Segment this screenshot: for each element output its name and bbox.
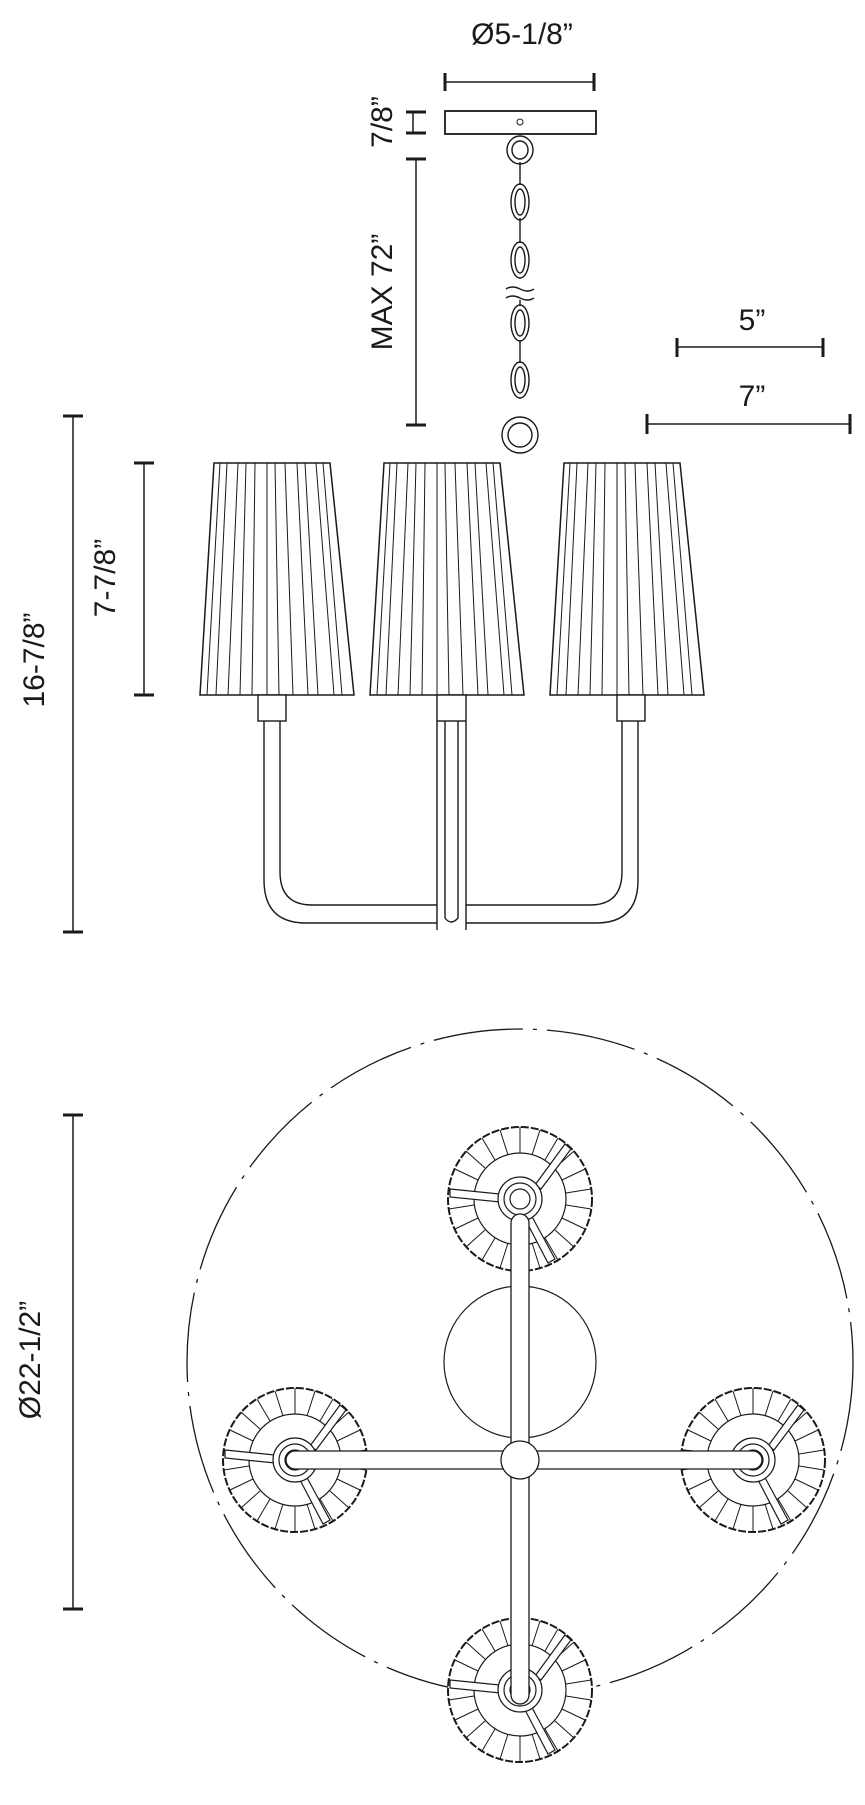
shade-height-dimension: 7-7/8” bbox=[89, 461, 154, 697]
frame-arms bbox=[257, 694, 646, 930]
fixture-height-dimension: 16-7/8” bbox=[18, 414, 83, 934]
shade-bottom-label: 7” bbox=[739, 380, 766, 413]
canopy-diameter-dimension: Ø5-1/8” bbox=[443, 18, 596, 91]
canopy-diameter-label: Ø5-1/8” bbox=[471, 18, 573, 51]
chain bbox=[501, 135, 539, 454]
fixture-height-label: 16-7/8” bbox=[18, 612, 51, 707]
shade-height-label: 7-7/8” bbox=[89, 539, 122, 617]
shade-left bbox=[199, 462, 355, 696]
plan-view bbox=[186, 1028, 854, 1763]
chain-length-label: MAX 72” bbox=[366, 234, 399, 351]
canopy-height-label: 7/8” bbox=[366, 96, 399, 148]
shade-bottom-dimension: 7” bbox=[645, 380, 852, 434]
shade-top-label: 5” bbox=[739, 304, 766, 337]
shade-right bbox=[549, 462, 705, 696]
plan-diameter-label: Ø22-1/2” bbox=[14, 1301, 47, 1419]
shade-center bbox=[369, 462, 525, 696]
plan-diameter-dimension: Ø22-1/2” bbox=[14, 1113, 83, 1611]
canopy bbox=[444, 110, 597, 135]
canopy-height-dimension: 7/8” bbox=[366, 96, 426, 148]
shade-top-dimension: 5” bbox=[675, 304, 825, 357]
chain-length-dimension: MAX 72” bbox=[366, 157, 426, 427]
